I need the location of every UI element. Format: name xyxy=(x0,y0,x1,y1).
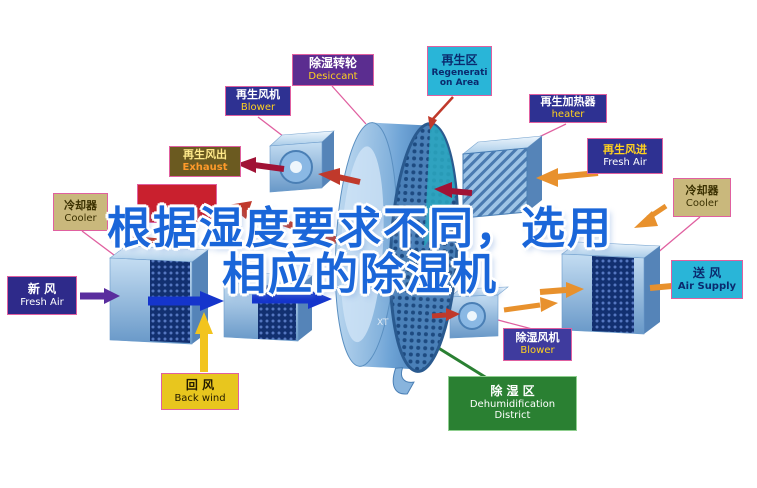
label-dehum-blower: 除湿风机 Blower xyxy=(503,328,572,361)
label-air-supply: 送 风 Air Supply xyxy=(671,260,743,299)
dehum-district-connector-line xyxy=(431,342,491,382)
label-text-zh: 再生加热器 xyxy=(540,95,596,109)
label-regeneration-area: 再生区 Regenerati on Area xyxy=(427,46,492,96)
page-title-line1: 根据湿度要求不同，选用 xyxy=(107,203,613,254)
label-text-en: on Area xyxy=(439,77,480,88)
label-text-en: Cooler xyxy=(64,212,97,224)
arrow-cooler-to-heater xyxy=(634,203,668,228)
line-regen-area xyxy=(428,96,454,130)
rotor-watermark: XT xyxy=(377,318,389,328)
arrow-dry-air-out xyxy=(539,282,584,298)
arrow-return-air-up xyxy=(195,312,213,372)
label-text-zh: 除湿风机 xyxy=(515,331,560,345)
label-fresh-air-inlet: 新 风 Fresh Air xyxy=(7,276,77,315)
label-text-en: Blower xyxy=(520,345,555,357)
label-desiccant-wheel: 除湿转轮 Desiccant xyxy=(292,54,374,86)
label-return-air: 回 风 Back wind xyxy=(161,373,239,410)
label-text-en: Exhaust xyxy=(182,162,228,174)
label-text-zh: 送 风 xyxy=(692,265,722,280)
rotor-bracket xyxy=(392,366,415,395)
label-cooler-left: 冷却器 Cooler xyxy=(53,193,108,231)
label-regen-blower: 再生风机 Blower xyxy=(225,86,291,116)
label-text-zh: 冷却器 xyxy=(64,198,97,212)
arrow-rotor-to-fan xyxy=(431,308,460,321)
label-text-en: Desiccant xyxy=(308,71,358,83)
label-regen-heater: 再生加热器 heater xyxy=(529,94,607,123)
label-text-zh: 除湿转轮 xyxy=(308,56,357,71)
label-text-zh: 再生风机 xyxy=(236,87,280,101)
label-text-en: Fresh Air xyxy=(20,296,64,308)
arrow-process-to-rotor xyxy=(252,289,332,309)
label-text-zh: 再生风进 xyxy=(603,142,647,156)
label-text-zh: 除 湿 区 xyxy=(490,384,535,399)
arrow-fresh-air-in xyxy=(80,288,120,304)
label-text-en: Fresh Air xyxy=(603,156,647,168)
arrow-exhaust-left-lower xyxy=(124,231,169,247)
label-text-zh: 冷却器 xyxy=(685,184,719,198)
label-red-box-obscured xyxy=(137,184,217,223)
arrow-mixed-air-1 xyxy=(148,291,224,311)
label-text-en: heater xyxy=(551,109,585,121)
arrow-heater-to-rotor xyxy=(434,182,473,198)
unit-dehum-blower xyxy=(449,286,509,339)
filter-panel xyxy=(592,256,634,333)
unit-regen-heater xyxy=(462,135,543,219)
label-exhaust: 再生风出 Exhaust xyxy=(169,146,241,177)
regeneration-sector xyxy=(423,123,456,248)
label-regen-fresh-air: 再生风进 Fresh Air xyxy=(587,138,663,174)
label-text-en: Air Supply xyxy=(677,280,737,292)
label-text-en: Dehumidification xyxy=(469,398,556,410)
label-text-zh: 回 风 xyxy=(185,377,215,392)
page-title-line2: 相应的除湿机 xyxy=(222,249,498,300)
label-cooler-right: 冷却器 Cooler xyxy=(673,178,731,217)
label-dehumidification-district: 除 湿 区 Dehumidification District xyxy=(448,376,577,431)
desiccant-rotor xyxy=(334,122,460,395)
label-text-en: Blower xyxy=(240,101,276,113)
label-text-zh: 再生风出 xyxy=(183,148,227,162)
label-text-en: District xyxy=(494,410,531,422)
label-text-en: Cooler xyxy=(685,198,719,210)
label-text-zh: 再生区 xyxy=(441,52,478,67)
label-text-en: Back wind xyxy=(174,392,226,404)
arrow-rotor-to-blower xyxy=(318,168,361,185)
arrow-blower-to-exhaust xyxy=(236,157,285,173)
arrow-fan-to-supply-unit xyxy=(503,297,558,313)
unit-regen-blower xyxy=(269,130,335,193)
label-text-zh: 新 风 xyxy=(27,281,57,296)
label-text-en: Regenerati xyxy=(431,67,488,78)
